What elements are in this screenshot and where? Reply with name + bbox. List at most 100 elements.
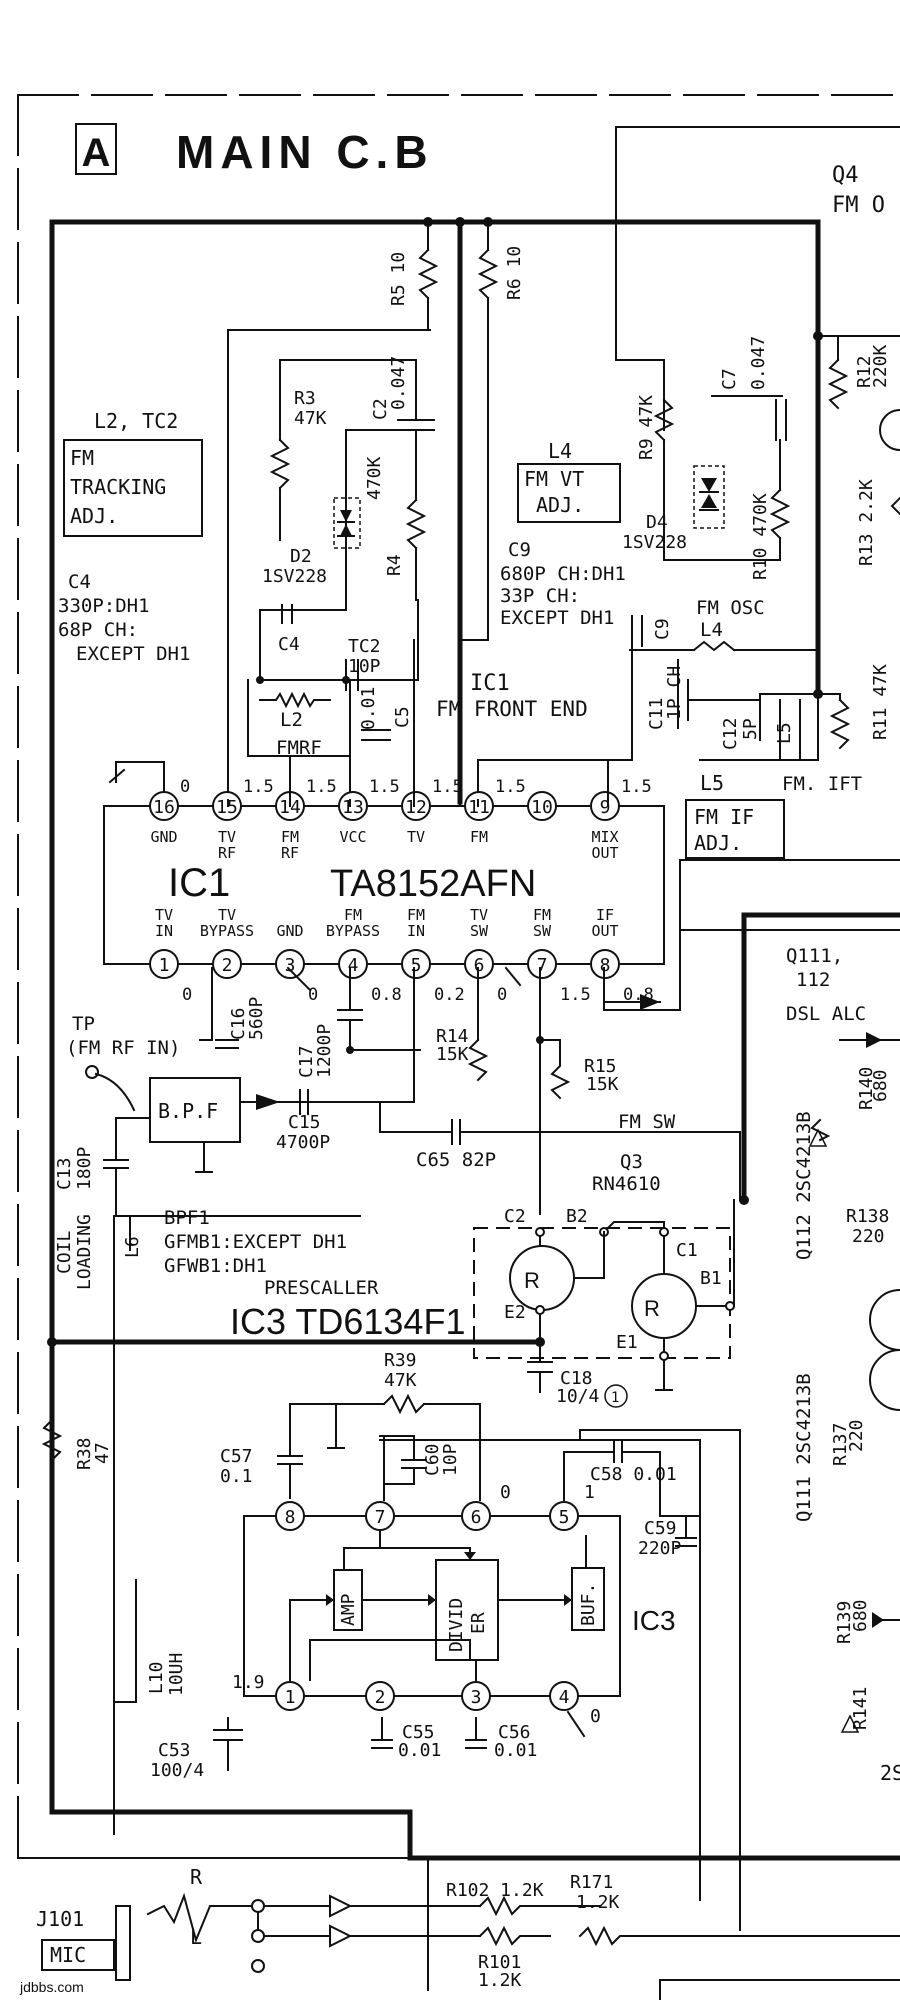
ic1-pin-number: 15: [216, 797, 238, 818]
svg-text:C2: C2: [504, 1206, 526, 1227]
ic1-pin-voltage: 1.5: [432, 777, 463, 797]
ic1-pin-number: 6: [474, 955, 485, 976]
svg-text:LOADING: LOADING: [74, 1214, 95, 1290]
r5-r6-group: R5 10 R6 10: [227, 217, 525, 801]
svg-text:0.047: 0.047: [388, 356, 409, 410]
svg-text:C57: C57: [220, 1446, 253, 1467]
svg-text:L5: L5: [774, 722, 795, 744]
svg-text:RN4610: RN4610: [592, 1173, 661, 1195]
svg-text:EXCEPT DH1: EXCEPT DH1: [500, 607, 614, 629]
svg-text:E1: E1: [616, 1332, 638, 1353]
svg-text:GFWB1:DH1: GFWB1:DH1: [164, 1255, 267, 1277]
svg-text:C56: C56: [498, 1722, 531, 1743]
svg-text:112: 112: [796, 969, 830, 991]
svg-text:15K: 15K: [436, 1044, 469, 1065]
ic1-pin-voltage: 0: [180, 777, 190, 797]
svg-text:R13 2.2K: R13 2.2K: [856, 479, 877, 566]
pin16-ground: [108, 761, 165, 793]
svg-text:C18: C18: [560, 1368, 593, 1389]
ic1-pin-number: 12: [405, 797, 427, 818]
ic3-pin-number: 5: [559, 1507, 570, 1528]
svg-text:R140: R140: [856, 1067, 877, 1110]
ic1-pin-number: 16: [153, 797, 175, 818]
fm-vt-box: FM VT ADJ. L4: [517, 439, 621, 523]
bpf1-note: BPF1 GFMB1:EXCEPT DH1 GFWB1:DH1 PRESCALL…: [164, 1207, 465, 1342]
svg-text:COIL: COIL: [54, 1230, 75, 1274]
ic1: IC1 TA8152AFN 16GND015TVRF1.514FMRF1.513…: [103, 777, 665, 1005]
ic1-pin-label: OUT: [591, 844, 618, 862]
svg-text:R138: R138: [846, 1206, 889, 1227]
ic1-pin-number: 5: [411, 955, 422, 976]
svg-text:BPF1: BPF1: [164, 1207, 210, 1229]
r5-label: R5 10: [388, 252, 409, 306]
svg-text:C9: C9: [652, 618, 673, 640]
svg-text:47K: 47K: [294, 408, 327, 429]
ic1-pin-10: 10: [527, 791, 557, 821]
ic1-top-pins: 16GND015TVRF1.514FMRF1.513VCC1.512TV1.51…: [149, 777, 652, 862]
ic1-bottom-pins: 1TVIN02TVBYPASS3GND04FMBYPASS0.85FMIN0.2…: [149, 906, 654, 1005]
svg-text:FM OSC: FM OSC: [696, 597, 765, 619]
ic3-pin-number: 1: [285, 1687, 296, 1708]
svg-text:L4: L4: [548, 439, 572, 463]
svg-text:R171: R171: [570, 1872, 613, 1893]
q4-label: Q4: [832, 163, 859, 188]
ift-circuit: C11 1P CH C12 5P L5 R11 47K FM. IFT: [646, 331, 891, 795]
svg-text:10P: 10P: [348, 656, 381, 677]
svg-text:C16: C16: [228, 1007, 249, 1040]
ic1-pin-label: VCC: [339, 828, 366, 846]
svg-text:330P:DH1: 330P:DH1: [58, 595, 150, 617]
svg-text:C60: C60: [422, 1443, 443, 1476]
ic1-pin-label: FM: [407, 906, 425, 924]
svg-text:R102 1.2K: R102 1.2K: [446, 1880, 544, 1901]
ic1-pin-label: TV: [218, 828, 236, 846]
r12-r13-group: R12 220K R13 2.2K: [817, 335, 900, 566]
svg-text:Q111 2SC4213B: Q111 2SC4213B: [793, 1373, 815, 1522]
svg-text:100/4: 100/4: [150, 1760, 204, 1781]
ic1-pin-label: TV: [218, 906, 236, 924]
ic1-pin-voltage: 1.5: [495, 777, 526, 797]
below-ic1: C16 560P C17 1200P R14 15K R15 15K: [199, 859, 900, 1215]
ic1-pin-voltage: 0: [308, 985, 318, 1005]
watermark: jdbbs.com: [19, 1979, 84, 1995]
ic1-pin-label: TV: [155, 906, 173, 924]
fm-tracking-line2: TRACKING: [70, 475, 166, 499]
ic1-pin-label: FM: [533, 906, 551, 924]
svg-text:4700P: 4700P: [276, 1132, 330, 1153]
mic-section: R L J101 MIC R102 1.2K R171 1.2K R101 1.…: [36, 1857, 900, 2000]
svg-text:R39: R39: [384, 1350, 417, 1371]
ic1-pin-number: 1: [159, 955, 170, 976]
ic3-ref: IC3: [632, 1605, 676, 1636]
ic1-pin-voltage: 1.5: [243, 777, 274, 797]
ic3-pin-3: 3: [461, 1681, 491, 1711]
ic1-pin-label: IN: [407, 922, 425, 940]
ic1-ref: IC1: [168, 861, 230, 905]
svg-text:BUF.: BUF.: [578, 1583, 599, 1626]
j101-label: J101: [36, 1907, 84, 1931]
svg-text:1P CH: 1P CH: [664, 666, 685, 720]
svg-text:FM. IFT: FM. IFT: [782, 773, 862, 795]
svg-text:10/4: 10/4: [556, 1386, 599, 1407]
svg-text:1SV228: 1SV228: [262, 566, 327, 587]
svg-text:47: 47: [92, 1442, 113, 1464]
ic1-pin-voltage: 1.5: [369, 777, 400, 797]
svg-text:2S: 2S: [880, 1761, 900, 1785]
ic1-pin-label: BYPASS: [326, 922, 380, 940]
fm-tracking-ref: L2, TC2: [94, 409, 178, 433]
ic1-name: TA8152AFN: [330, 863, 536, 905]
svg-text:10UH: 10UH: [166, 1653, 187, 1696]
svg-text:R101: R101: [478, 1952, 521, 1973]
svg-text:220: 220: [852, 1226, 885, 1247]
svg-text:D2: D2: [290, 546, 312, 567]
svg-text:Q112 2SC4213B: Q112 2SC4213B: [793, 1111, 815, 1260]
ic1-pin-voltage: 0.2: [434, 985, 465, 1005]
c5-group: 0.01 C5: [349, 687, 413, 801]
r6-label: R6 10: [504, 246, 525, 300]
ic1-top-wires: [227, 639, 609, 807]
svg-text:C4: C4: [68, 571, 91, 593]
svg-text:(FM RF IN): (FM RF IN): [66, 1037, 180, 1059]
